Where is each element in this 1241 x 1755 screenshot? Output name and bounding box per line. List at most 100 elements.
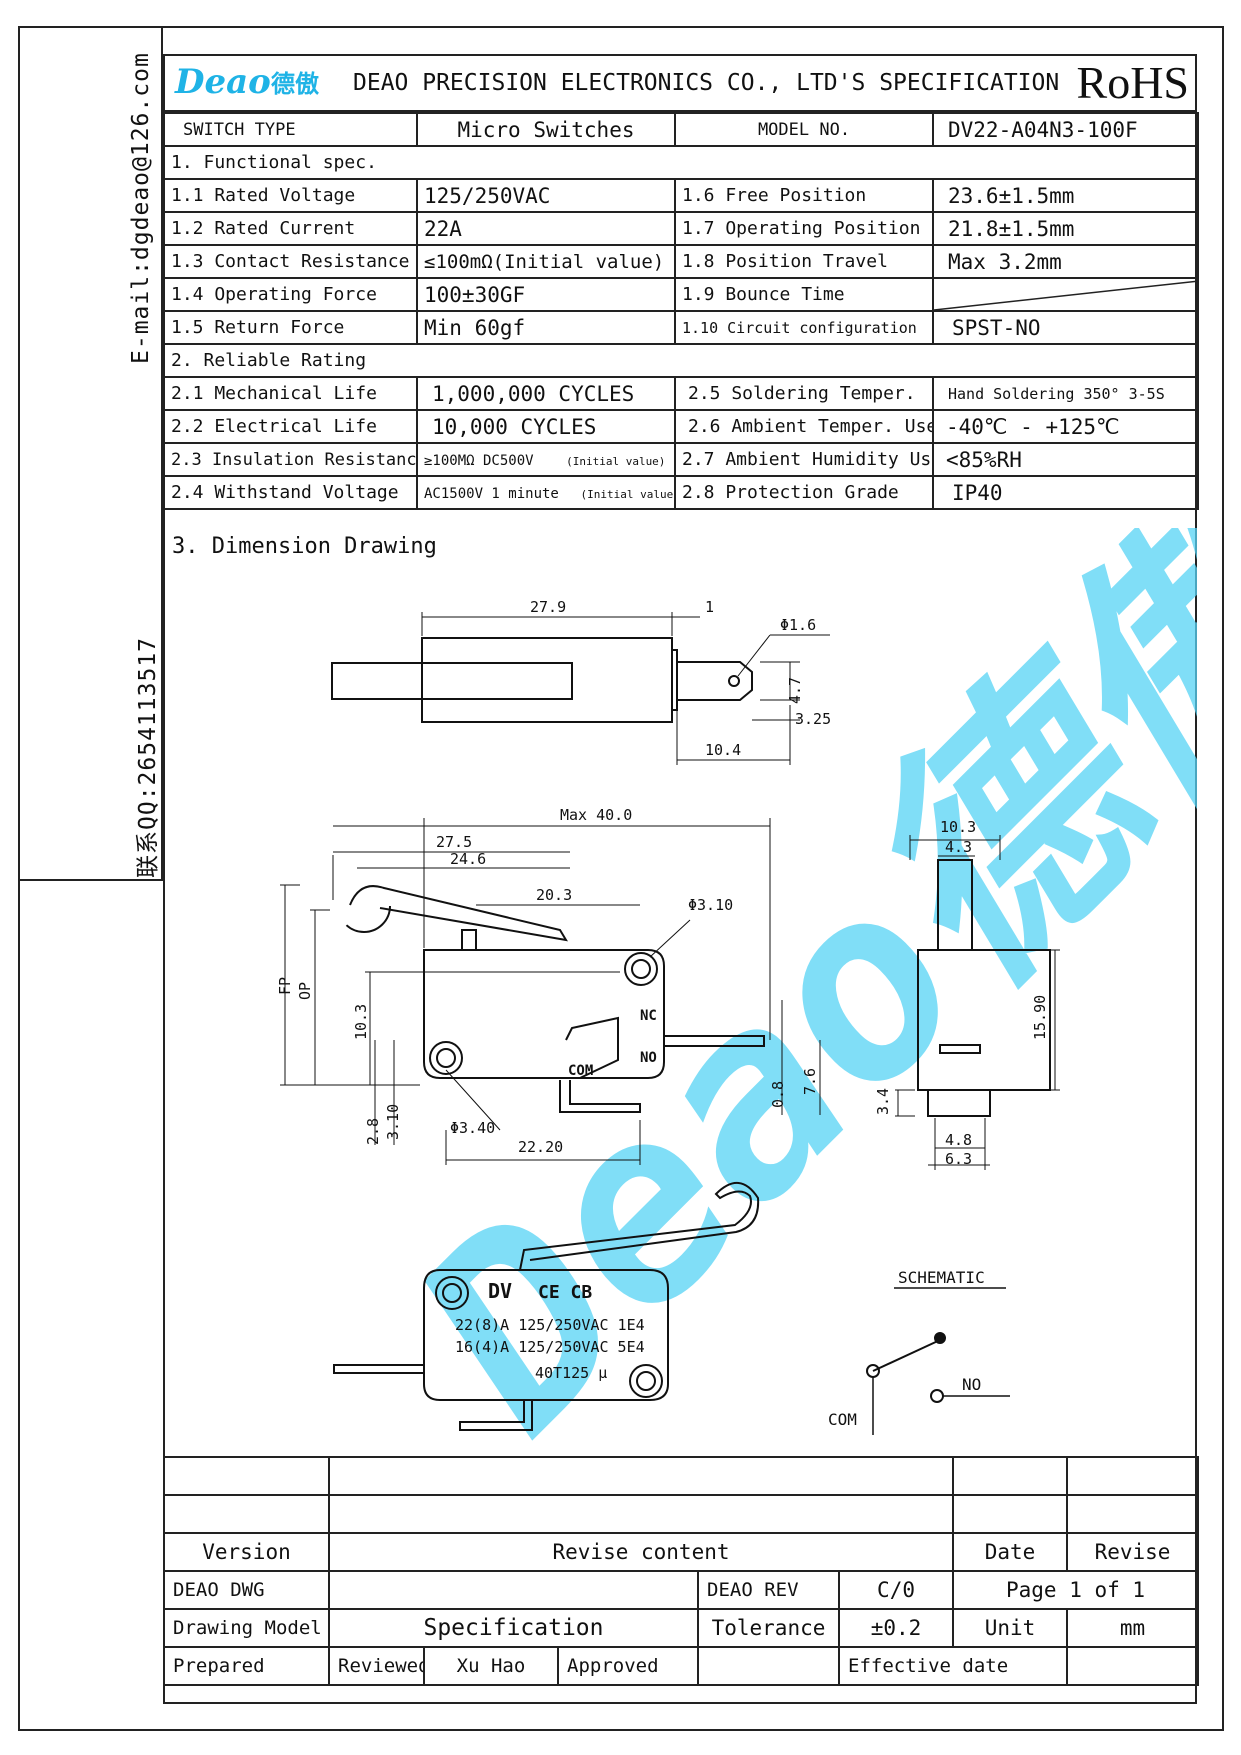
revise-content-label: Revise content bbox=[327, 1532, 955, 1572]
reviewed-value: Xu Hao bbox=[423, 1646, 559, 1686]
spec-label: 1.10 Circuit configuration bbox=[674, 310, 934, 345]
switch-type-row: SWITCH TYPE Micro Switches MODEL NO. DV2… bbox=[163, 112, 1199, 147]
dim-label: Φ3.40 bbox=[450, 1119, 495, 1137]
dim-label: 27.9 bbox=[530, 598, 566, 616]
model-row: Drawing Model Specification Tolerance ±0… bbox=[163, 1608, 1200, 1648]
spec-row: 2.4 Withstand Voltage AC1500V 1 minute (… bbox=[163, 475, 1199, 510]
spec-value: 22A bbox=[416, 211, 676, 246]
spec-table: SWITCH TYPE Micro Switches MODEL NO. DV2… bbox=[163, 112, 1199, 510]
dim-label: 15.90 bbox=[1031, 995, 1049, 1040]
dim-label: 4.7 bbox=[786, 677, 804, 704]
spec-label: 1.9 Bounce Time bbox=[674, 277, 934, 312]
signoff-row: Prepared Reviewed Xu Hao Approved Effect… bbox=[163, 1646, 1200, 1686]
dim-label: 27.5 bbox=[436, 833, 472, 851]
top-view-actuator bbox=[331, 662, 573, 700]
product-rating-2: 16(4)A 125/250VAC 5E4 bbox=[455, 1338, 645, 1356]
company-logo: Deao bbox=[175, 62, 271, 102]
spec-label: 1.5 Return Force bbox=[163, 310, 418, 345]
unit-value: mm bbox=[1066, 1608, 1200, 1648]
spec-row: 1.1 Rated Voltage 125/250VAC 1.6 Free Po… bbox=[163, 178, 1199, 213]
revise-label: Revise bbox=[1066, 1532, 1200, 1572]
spec-label: 1.2 Rated Current bbox=[163, 211, 418, 246]
dim-label: 20.3 bbox=[536, 886, 572, 904]
dwg-label: DEAO DWG bbox=[163, 1570, 330, 1610]
spec-value: 125/250VAC bbox=[416, 178, 676, 213]
spec-value: SPST-NO bbox=[932, 310, 1199, 345]
com-label: COM bbox=[568, 1063, 593, 1079]
dim-label: Φ3.10 bbox=[688, 896, 733, 914]
product-marks: CE CB bbox=[538, 1282, 592, 1303]
spec-row: 2.3 Insulation Resistance ≥100MΩ DC500V … bbox=[163, 442, 1199, 477]
schematic-contact bbox=[934, 1332, 946, 1344]
dim-label: 2.8 bbox=[364, 1118, 382, 1145]
spec-value: -40℃ - +125℃ bbox=[932, 409, 1199, 444]
model-label: MODEL NO. bbox=[674, 112, 934, 147]
spec-value-text: AC1500V 1 minute bbox=[424, 486, 559, 502]
version-label: Version bbox=[163, 1532, 330, 1572]
spec-row: 2.2 Electrical Life 10,000 CYCLES 2.6 Am… bbox=[163, 409, 1199, 444]
dim-label: 6.3 bbox=[945, 1150, 972, 1168]
dim-label: Φ1.6 bbox=[780, 616, 816, 634]
drawing-model-label: Drawing Model bbox=[163, 1608, 330, 1648]
spec-value: ≥100MΩ DC500V (Initial value) bbox=[416, 442, 676, 477]
spec-note: (Initial value) bbox=[566, 455, 666, 468]
tolerance-label: Tolerance bbox=[697, 1608, 840, 1648]
spec-value: 21.8±1.5mm bbox=[932, 211, 1199, 246]
unit-label: Unit bbox=[952, 1608, 1069, 1648]
diagonal-strike bbox=[936, 280, 1196, 309]
spec-label: 2.4 Withstand Voltage bbox=[163, 475, 418, 510]
revision-header-row: Version Revise content Date Revise bbox=[163, 1532, 1200, 1572]
spec-value: AC1500V 1 minute (Initial value) bbox=[416, 475, 676, 510]
spec-value: IP40 bbox=[932, 475, 1199, 510]
spec-row: 1.3 Contact Resistance ≤100mΩ(Initial va… bbox=[163, 244, 1199, 279]
dim-label: 4.3 bbox=[945, 838, 972, 856]
spec-label: 1.1 Rated Voltage bbox=[163, 178, 418, 213]
dim-label: 10.4 bbox=[705, 741, 741, 759]
spec-value-text: ≥100MΩ DC500V bbox=[424, 453, 534, 469]
header-title: DEAO PRECISION ELECTRONICS CO., LTD'S SP… bbox=[353, 70, 1060, 96]
dim-label: 0.8 bbox=[769, 1081, 787, 1108]
dim-label: 22.20 bbox=[518, 1138, 563, 1156]
spec-value: <85%RH bbox=[932, 442, 1199, 477]
top-view-body bbox=[421, 637, 673, 723]
rev-label: DEAO REV bbox=[697, 1570, 840, 1610]
dim-label: 3.10 bbox=[384, 1104, 402, 1140]
functional-heading: 1. Functional spec. bbox=[163, 145, 1199, 180]
product-lever bbox=[519, 1182, 760, 1271]
tolerance-value: ±0.2 bbox=[837, 1608, 955, 1648]
front-view-body bbox=[423, 949, 665, 1079]
page-frame bbox=[18, 26, 1224, 1731]
drawing-model-value: Specification bbox=[328, 1608, 699, 1648]
dim-label: 10.3 bbox=[352, 1004, 370, 1040]
front-view-lever bbox=[349, 885, 568, 942]
spec-value: Hand Soldering 350° 3-5S bbox=[932, 376, 1199, 411]
spec-value: Min 60gf bbox=[416, 310, 676, 345]
spec-value: 10,000 CYCLES bbox=[416, 409, 676, 444]
page-label: Page 1 of 1 bbox=[952, 1570, 1200, 1610]
dim-label: 3.4 bbox=[874, 1088, 892, 1115]
rohs-mark: RoHS bbox=[1076, 57, 1189, 108]
dwg-row: DEAO DWG DEAO REV C/0 Page 1 of 1 bbox=[163, 1570, 1200, 1610]
dim-label: 10.3 bbox=[940, 818, 976, 836]
side-qq: 联系QQ:2654113517 bbox=[135, 636, 161, 878]
spec-row: 1.2 Rated Current 22A 1.7 Operating Posi… bbox=[163, 211, 1199, 246]
dim-label: 4.8 bbox=[945, 1131, 972, 1149]
dim-label: FP bbox=[276, 977, 294, 995]
dim-label: 7.6 bbox=[801, 1068, 819, 1095]
spec-label: 1.6 Free Position bbox=[674, 178, 934, 213]
reviewed-label: Reviewed bbox=[328, 1646, 425, 1686]
dim-label: 3.25 bbox=[795, 710, 831, 728]
spec-sheet bbox=[163, 54, 1197, 1704]
spec-row: 1.4 Operating Force 100±30GF 1.9 Bounce … bbox=[163, 277, 1199, 312]
product-rating-3: 40T125 μ bbox=[535, 1364, 607, 1382]
side-email: E-mail:dgdeao@126.com bbox=[128, 52, 154, 364]
spec-label: 1.4 Operating Force bbox=[163, 277, 418, 312]
product-body bbox=[423, 1269, 669, 1401]
spec-row: 2.1 Mechanical Life 1,000,000 CYCLES 2.5… bbox=[163, 376, 1199, 411]
rev-value: C/0 bbox=[837, 1570, 955, 1610]
no-label: NO bbox=[640, 1050, 657, 1066]
dim-label: 24.6 bbox=[450, 850, 486, 868]
spec-value: 23.6±1.5mm bbox=[932, 178, 1199, 213]
nc-label: NC bbox=[640, 1008, 657, 1024]
schematic-title: SCHEMATIC bbox=[898, 1268, 985, 1287]
